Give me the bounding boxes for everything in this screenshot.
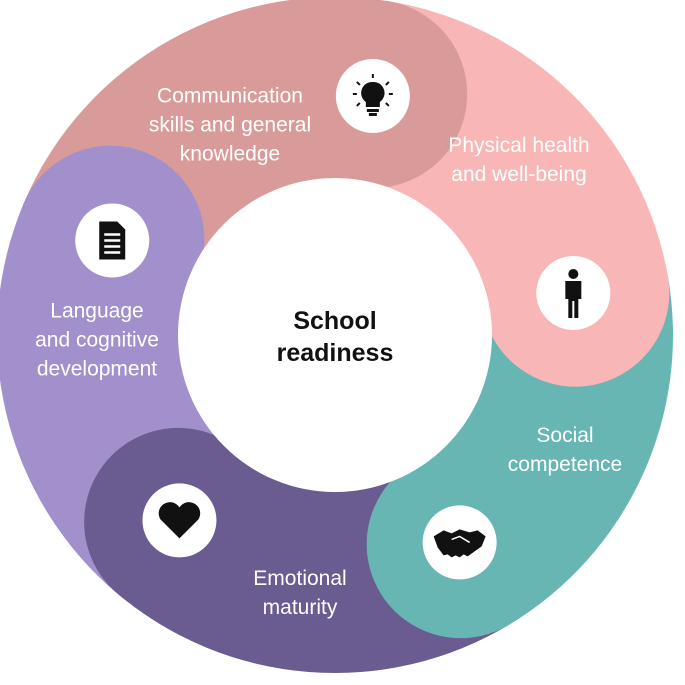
- label-communication: Communication skills and general knowled…: [148, 84, 312, 166]
- document-icon: [75, 203, 150, 278]
- label-physical-health: Physical health and well-being: [448, 134, 590, 186]
- label-language: Language and cognitive development: [35, 299, 159, 381]
- center-circle: [178, 178, 492, 492]
- person-icon: [536, 255, 611, 330]
- lightbulb-icon: [335, 58, 410, 133]
- heart-icon: [142, 483, 217, 558]
- center-title: School readiness: [276, 307, 394, 367]
- label-social-competence: Social competence: [507, 424, 623, 476]
- handshake-icon: [422, 505, 497, 580]
- label-emotional-maturity: Emotional maturity: [253, 567, 347, 619]
